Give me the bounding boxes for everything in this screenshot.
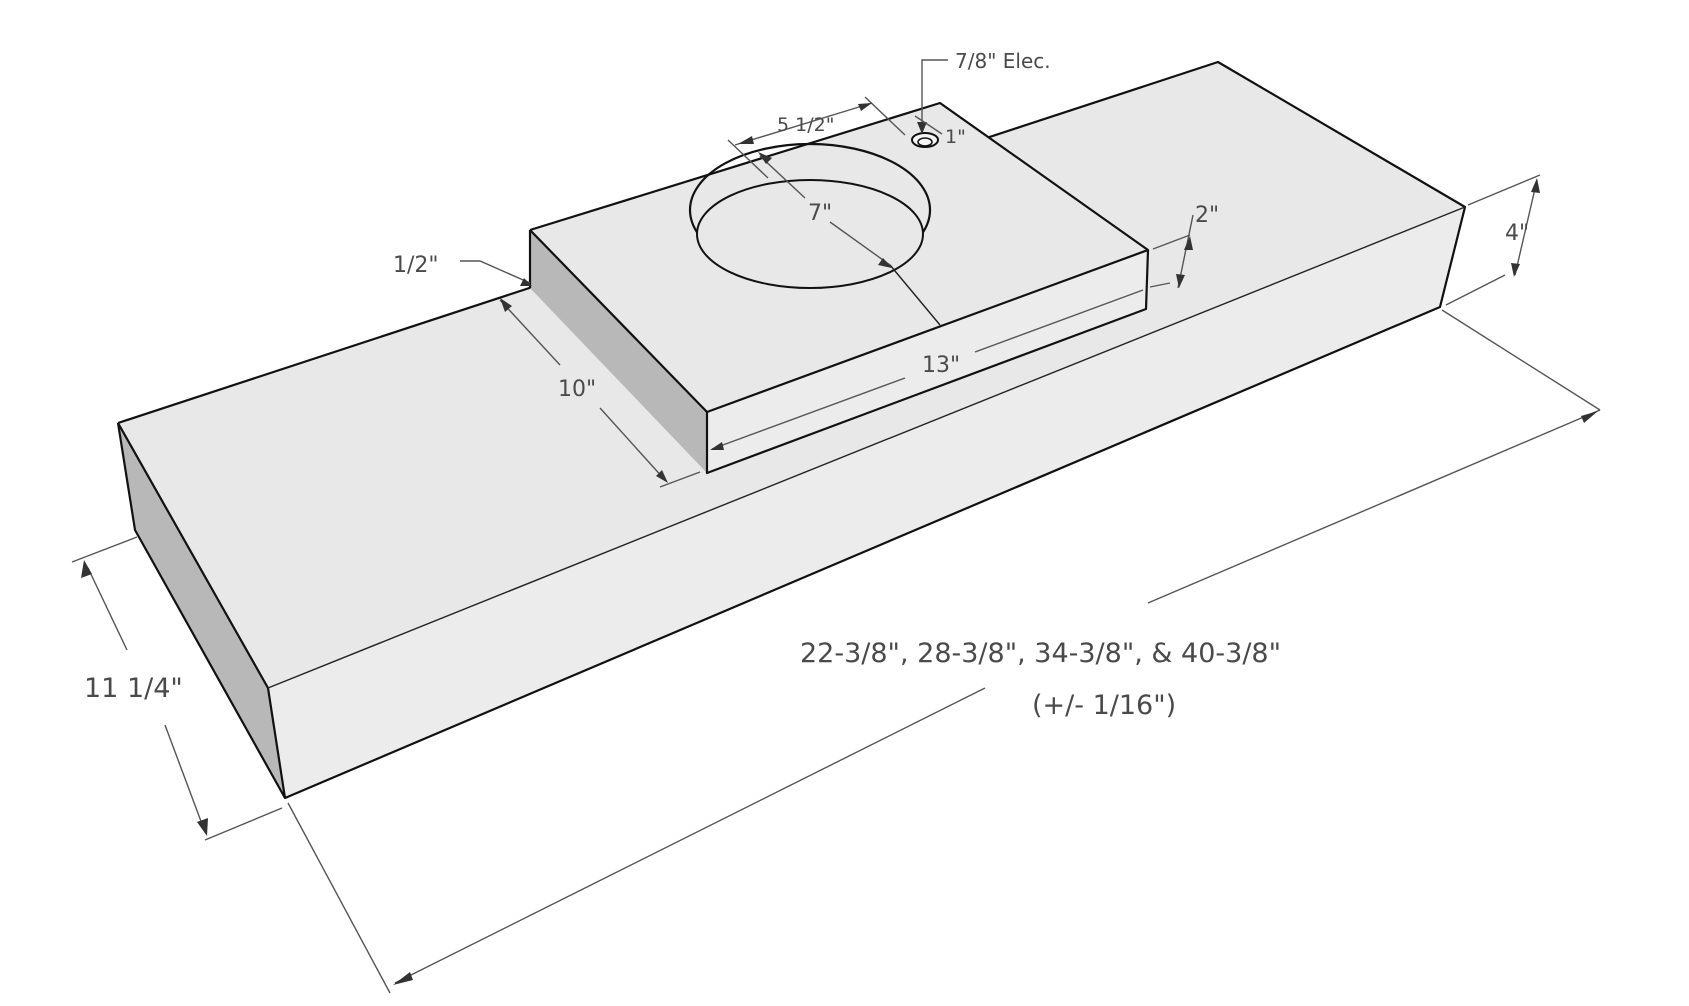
label-plate-inset: 1/2" bbox=[393, 253, 439, 278]
label-base-depth: 11 1/4" bbox=[84, 673, 183, 704]
plate-left-face bbox=[530, 230, 707, 473]
label-base-lengths: 22-3/8", 28-3/8", 34-3/8", & 40-3/8" bbox=[800, 638, 1281, 669]
dimension-labels: 7/8" Elec. 5 1/2" 1" 7" 2" 1/2" 10" 13" … bbox=[84, 49, 1529, 721]
label-elec-hole: 7/8" Elec. bbox=[955, 49, 1051, 73]
label-hole-offset-x: 5 1/2" bbox=[777, 114, 834, 136]
label-plate-height: 2" bbox=[1195, 203, 1219, 228]
base-front-face bbox=[268, 207, 1465, 798]
circular-cutout bbox=[688, 142, 932, 289]
label-plate-length: 13" bbox=[922, 353, 960, 378]
dimension-lines bbox=[71, 59, 1601, 994]
base-left-face bbox=[118, 423, 285, 798]
plate-front-face bbox=[707, 250, 1148, 473]
label-tolerance: (+/- 1/16") bbox=[1032, 690, 1176, 721]
label-base-height: 4" bbox=[1505, 221, 1529, 246]
electrical-hole bbox=[911, 132, 939, 148]
label-hole-offset-edge: 1" bbox=[945, 126, 966, 148]
label-plate-depth: 10" bbox=[558, 377, 596, 402]
label-cutout-diameter: 7" bbox=[808, 201, 832, 226]
